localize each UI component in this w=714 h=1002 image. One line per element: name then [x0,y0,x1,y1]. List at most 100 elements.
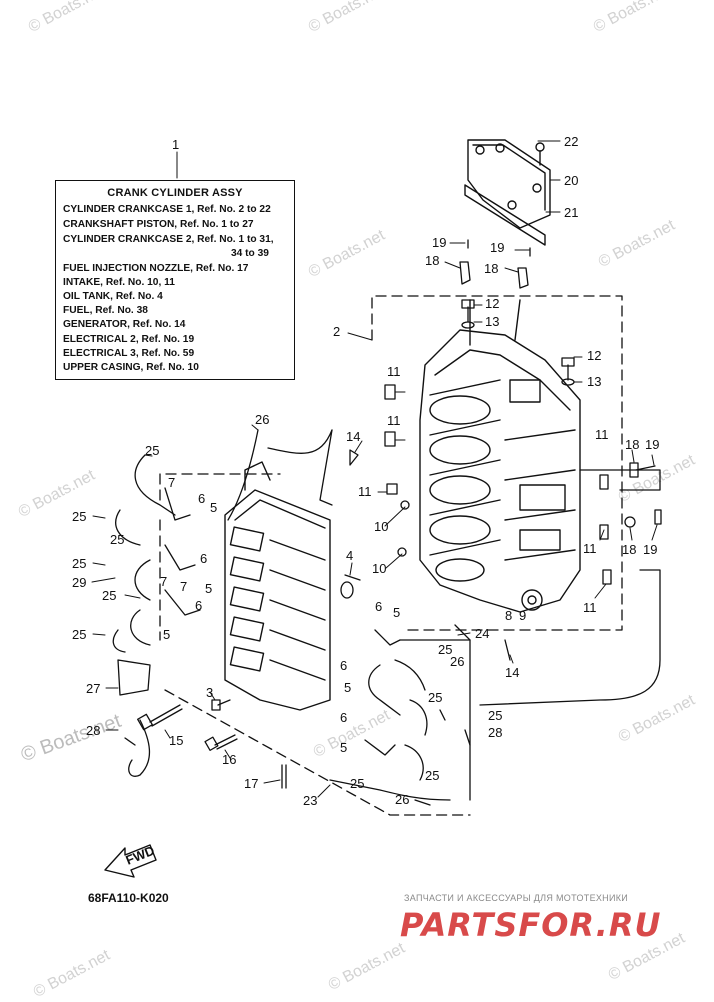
callout-number: 10 [374,519,388,534]
callout-number: 6 [340,710,347,725]
crank-bore-set [429,395,491,582]
callout-number: 28 [86,723,100,738]
leader-lines [91,140,658,798]
callout-number: 25 [425,768,439,783]
legend-line: 34 to 39 [231,248,269,259]
callout-number: 18 [625,437,639,452]
callout-number: 27 [86,681,100,696]
legend-line: GENERATOR, Ref. No. 14 [63,319,186,330]
callout-labels-repeat: 14 11 11 11 11 11 10 12 13 18 19 18 19 1… [72,240,659,807]
callout-number: 10 [372,561,386,576]
callout-number: 24 [475,626,489,641]
legend-line: CYLINDER CRANKCASE 1, Ref. No. 2 to 22 [63,204,271,215]
callout-labels: 1 2 3 4 5 6 7 8 9 10 11 12 13 14 15 16 1… [72,134,578,808]
cylinder-bores [229,526,326,681]
callout-number: 5 [344,680,351,695]
cylinder-block-part [224,461,331,711]
injector-fitting-parts [364,624,511,781]
callout-number: 5 [393,605,400,620]
callout-number: 28 [488,725,502,740]
callout-number: 9 [519,608,526,623]
callout-number: 15 [169,733,183,748]
callout-number: 14 [505,665,519,680]
callout-number: 21 [564,205,578,220]
callout-number: 13 [485,314,499,329]
callout-number: 3 [206,685,213,700]
callout-number: 25 [102,588,116,603]
head-cover-part [464,139,551,246]
callout-number: 8 [505,608,512,623]
bolt-parts [137,699,287,789]
callout-number: 29 [72,575,86,590]
assembly-frame-lower [159,473,471,816]
callout-number: 19 [643,542,657,557]
legend-box: CRANK CYLINDER ASSY CYLINDER CRANKCASE 1… [55,180,295,380]
callout-number: 6 [200,551,207,566]
fwd-arrow-icon [104,844,157,878]
callout-number: 7 [168,475,175,490]
callout-number: 25 [438,642,452,657]
callout-number: 2 [333,324,340,339]
callout-number: 7 [180,579,187,594]
legend-line: OIL TANK, Ref. No. 4 [63,291,163,302]
callout-number: 13 [587,374,601,389]
callout-number: 23 [303,793,317,808]
assembly-frame-upper [371,295,623,631]
callout-number: 25 [110,532,124,547]
legend-line: ELECTRICAL 2, Ref. No. 19 [63,334,195,345]
callout-number: 19 [490,240,504,255]
callout-number: 26 [395,792,409,807]
callout-number: 26 [255,412,269,427]
callout-number: 11 [583,600,597,615]
callout-number: 26 [450,654,464,669]
callout-number: 22 [564,134,578,149]
callout-number: 16 [222,752,236,767]
callout-number: 5 [210,500,217,515]
block-ribs [429,379,576,561]
callout-number: 14 [346,429,360,444]
callout-number: 25 [488,708,502,723]
misc-small-parts [340,449,410,599]
callout-number: 7 [160,574,167,589]
diagram-code: 68FA110-K020 [88,891,169,905]
brand-logo[interactable]: PARTSFOR.RU [400,906,662,944]
legend-line: CYLINDER CRANKCASE 2, Ref. No. 1 to 31, [63,234,274,245]
side-bracket-parts [112,454,201,653]
upper-small-parts [459,239,575,386]
callout-number: 20 [564,173,578,188]
callout-number: 6 [340,658,347,673]
callout-number: 11 [358,484,372,499]
callout-number: 18 [622,542,636,557]
callout-number: 11 [387,413,401,428]
callout-number: 5 [163,627,170,642]
callout-number: 6 [375,599,382,614]
callout-number: 11 [595,427,609,442]
legend-line: CRANKSHAFT PISTON, Ref. No. 1 to 27 [63,219,254,230]
callout-number: 6 [198,491,205,506]
callout-number: 4 [346,548,353,563]
callout-number: 19 [432,235,446,250]
callout-number: 25 [428,690,442,705]
callout-number: 18 [484,261,498,276]
callout-number: 12 [485,296,499,311]
legend-line: FUEL INJECTION NOZZLE, Ref. No. 17 [63,263,249,274]
callout-number: 25 [350,776,364,791]
gasket-part [227,429,333,521]
crankcase-block-part [419,299,581,613]
callout-number: 12 [587,348,601,363]
legend-line: FUEL, Ref. No. 38 [63,305,148,316]
callout-number: 11 [583,541,597,556]
callout-number: 25 [145,443,159,458]
right-fitting-parts [384,384,662,585]
callout-number: 6 [195,598,202,613]
callout-number: 17 [244,776,258,791]
legend-line: INTAKE, Ref. No. 10, 11 [63,277,175,288]
bracket-27-part [117,659,151,777]
callout-number: 11 [387,364,401,379]
legend-title: CRANK CYLINDER ASSY [107,187,243,199]
legend-line: UPPER CASING, Ref. No. 10 [63,362,199,373]
callout-number: 5 [205,581,212,596]
callout-number: 18 [425,253,439,268]
callout-number: 25 [72,627,86,642]
